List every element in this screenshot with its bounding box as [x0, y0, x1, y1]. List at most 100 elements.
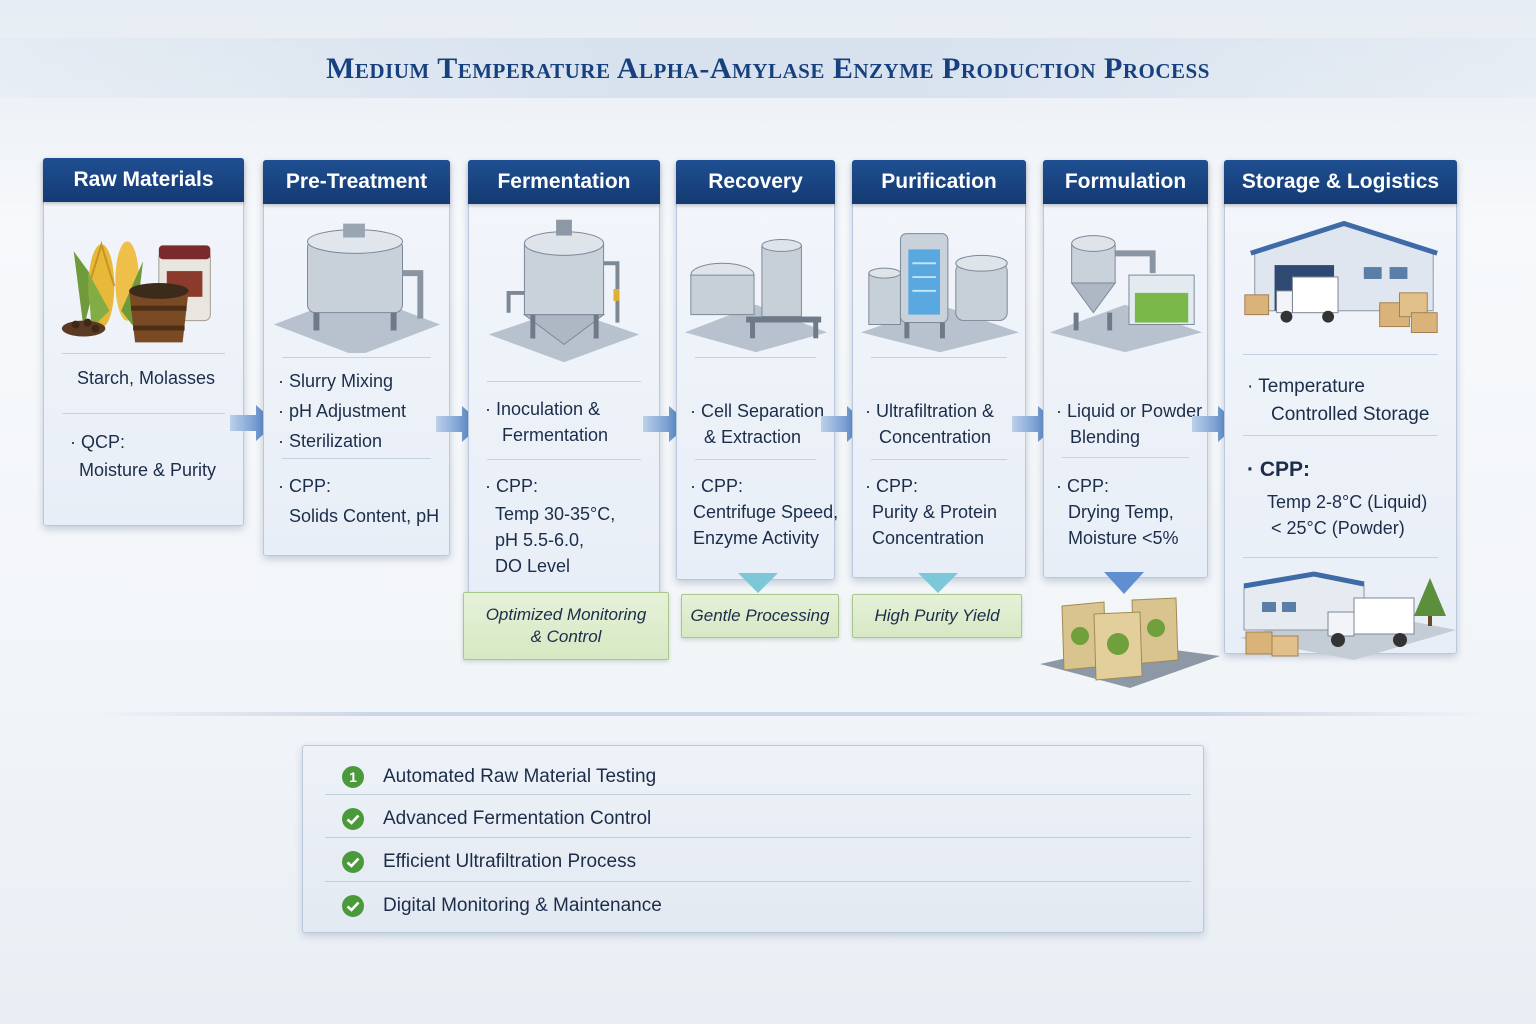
- bullet-text: Sterilization: [289, 431, 383, 451]
- tag-notch: [918, 573, 958, 593]
- fermentation-bullets: · Inoculation & Fermentation: [485, 396, 608, 448]
- bullet-item: & Extraction: [690, 424, 824, 450]
- bullet-item: · Liquid or Powder: [1056, 401, 1203, 421]
- cpp-label-text: CPP:: [289, 476, 332, 496]
- stage-raw-materials: Raw Materials: [43, 158, 244, 526]
- cpp-label: · CPP:: [278, 476, 332, 496]
- stage-pre-treatment: Pre-Treatment · Slurry Mixing · pH Adjus…: [263, 160, 450, 556]
- bullet-text: Liquid or Powder: [1067, 401, 1203, 421]
- cpp-lines: Temp 2-8°C (Liquid) < 25°C (Powder): [1267, 489, 1427, 541]
- divider: [1062, 457, 1189, 458]
- truck-icon: [1327, 597, 1415, 647]
- floor-line: [90, 712, 1490, 716]
- storage-illustration: [1225, 211, 1456, 341]
- bullet-item: Blending: [1056, 424, 1202, 450]
- recovery-illustration: [677, 213, 834, 353]
- bullet-item: · Ultrafiltration &: [865, 401, 995, 421]
- filter-column-icon: [860, 233, 1020, 353]
- divider: [695, 459, 816, 460]
- cpp-label-text: CPP:: [1259, 458, 1311, 481]
- cpp-label-text: CPP:: [876, 476, 919, 496]
- stage-recovery: Recovery · Cell Separation & Extraction …: [676, 160, 838, 580]
- feature-item: 1 Automated Raw Material Testing: [325, 756, 1191, 798]
- title-band: [0, 38, 1536, 98]
- feature-label: Advanced Fermentation Control: [383, 808, 652, 829]
- bullet-text: Temperature: [1258, 376, 1365, 397]
- bullet-text: Ultrafiltration &: [876, 401, 995, 421]
- cpp-lines: Centrifuge Speed, Enzyme Activity: [693, 499, 838, 551]
- storage-bullets: · Temperature Controlled Storage: [1247, 373, 1429, 429]
- stage-header: Storage & Logistics: [1224, 160, 1457, 204]
- pre-treatment-illustration: [264, 213, 449, 357]
- cpp-line: < 25°C (Powder): [1271, 518, 1405, 538]
- page-title: Medium Temperature Alpha-Amylase Enzyme …: [326, 52, 1210, 85]
- fermentation-illustration: [469, 213, 659, 363]
- feature-label: Automated Raw Material Testing: [383, 766, 657, 787]
- cpp-value: Solids Content, pH: [289, 506, 440, 526]
- purification-bullets: · Ultrafiltration & Concentration: [865, 398, 994, 450]
- stage-purification: Purification · Ultrafiltration & Concent…: [852, 160, 1026, 578]
- stage-header: Fermentation: [468, 160, 660, 204]
- distribution-illustration: [1240, 571, 1456, 660]
- feature-item: Digital Monitoring & Maintenance: [325, 885, 1191, 927]
- bullet-text: Controlled Storage: [1271, 404, 1430, 425]
- bullet-item: · Cell Separation: [690, 401, 825, 421]
- cpp-line: DO Level: [495, 556, 571, 576]
- cpp-line: Concentration: [872, 528, 985, 548]
- feature-label: Efficient Ultrafiltration Process: [383, 851, 637, 872]
- bullet-text: Slurry Mixing: [289, 371, 394, 391]
- feature-label: Digital Monitoring & Maintenance: [383, 895, 662, 916]
- divider: [325, 837, 1191, 838]
- bullet-item: · Inoculation &: [485, 399, 601, 419]
- check-icon: [342, 895, 364, 917]
- cpp-lines: Drying Temp, Moisture <5%: [1068, 499, 1179, 551]
- cpp-line: Temp 2-8°C (Liquid): [1267, 492, 1428, 512]
- check-icon: [342, 808, 364, 830]
- cpp-label: · CPP:: [485, 476, 539, 496]
- stage-fermentation: Fermentation · Inoculation & Fermentatio…: [468, 160, 660, 596]
- box-icon: [1245, 631, 1299, 657]
- divider: [695, 357, 816, 358]
- raw-materials-illustration: [44, 211, 243, 351]
- cpp-line: Moisture <5%: [1068, 528, 1179, 548]
- box-icon: [1244, 292, 1438, 334]
- bullet-item: · pH Adjustment: [278, 401, 407, 421]
- cpp-label: · CPP:: [1056, 476, 1110, 496]
- barrel-icon: [129, 282, 189, 343]
- tree-icon: [1414, 578, 1446, 626]
- stage-header: Raw Materials: [43, 158, 244, 202]
- feature-number: 1: [349, 769, 357, 785]
- cpp-label-text: CPP:: [1067, 476, 1110, 496]
- dryer-icon: [1049, 235, 1203, 353]
- tag-gentle-processing: Gentle Processing: [681, 594, 839, 638]
- bag-icon: [1040, 597, 1220, 688]
- formulation-illustration: [1044, 213, 1207, 353]
- bullet-item: · Sterilization: [278, 431, 383, 451]
- feature-item: Advanced Fermentation Control: [325, 798, 1191, 840]
- cpp-label: · CPP:: [690, 476, 744, 496]
- bullet-text: Blending: [1070, 427, 1141, 447]
- raw-materials-text: Starch, Molasses: [77, 368, 216, 388]
- bullet-text: Cell Separation: [701, 401, 825, 421]
- tank-icon: [273, 223, 441, 357]
- bags-illustration: [1040, 597, 1220, 688]
- divider: [871, 459, 1007, 460]
- tag-line: Gentle Processing: [690, 606, 830, 625]
- truck-icon: [1276, 276, 1339, 323]
- qcp-value: Moisture & Purity: [79, 460, 217, 480]
- cpp-line: Centrifuge Speed,: [693, 502, 839, 522]
- formulation-bullets: · Liquid or Powder Blending: [1056, 398, 1202, 450]
- stage-header: Formulation: [1043, 160, 1208, 204]
- number-badge-icon: 1: [342, 766, 364, 788]
- cpp-label-text: CPP:: [496, 476, 539, 496]
- cpp-lines: Purity & Protein Concentration: [872, 499, 997, 551]
- tag-optimized-monitoring: Optimized Monitoring& Control: [463, 592, 669, 660]
- separator-icon: [684, 239, 828, 353]
- purification-illustration: [853, 213, 1025, 353]
- divider: [282, 357, 431, 358]
- bullet-item: Controlled Storage: [1247, 401, 1429, 429]
- bullet-text: & Extraction: [704, 427, 802, 447]
- tag-notch: [738, 573, 778, 593]
- divider: [1243, 435, 1438, 436]
- bullet-text: pH Adjustment: [289, 401, 407, 421]
